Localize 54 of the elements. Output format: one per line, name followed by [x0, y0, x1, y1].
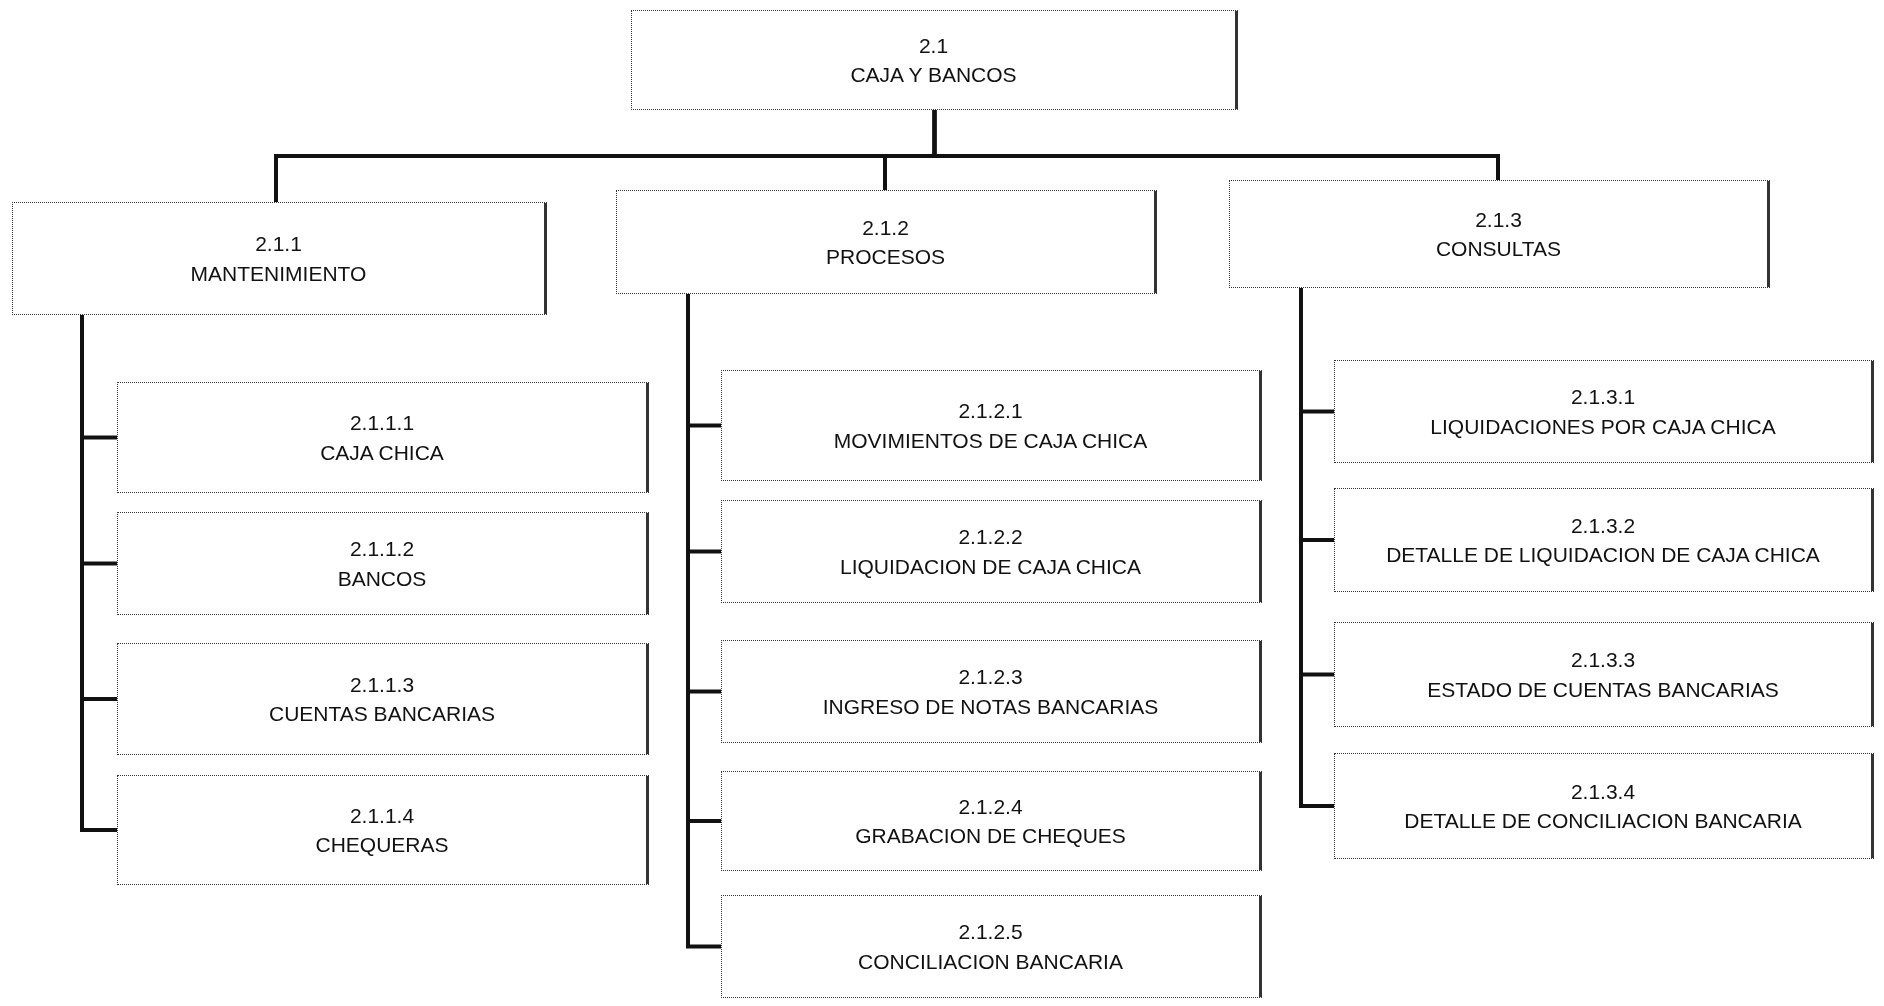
section-number: 2.1.2.2: [958, 525, 1023, 549]
org-chart-box: [117, 382, 649, 493]
org-chart-box: [1334, 360, 1874, 463]
org-chart-box: [631, 10, 1238, 110]
section-number: 2.1.2.1: [958, 399, 1023, 423]
org-chart-box: [117, 643, 649, 755]
org-chart-box: [721, 370, 1262, 481]
section-number: 2.1.3.1: [1570, 385, 1636, 409]
org-chart-box: [721, 771, 1262, 871]
section-title: CAJA Y BANCOS: [850, 63, 1017, 87]
section-number: 2.1.1.3: [349, 672, 415, 696]
org-chart-box: [117, 512, 649, 615]
org-chart-box: [721, 640, 1262, 743]
section-number: 2.1.2.4: [958, 794, 1023, 818]
section-title: GRABACION DE CHEQUES: [855, 824, 1126, 848]
section-number: 2.1.1.1: [349, 411, 415, 435]
connector-line: [932, 110, 1500, 180]
section-number: 2.1.1.2: [349, 537, 415, 561]
org-chart-box: [1334, 753, 1874, 859]
org-chart-box: [1334, 488, 1874, 592]
section-title: DETALLE DE CONCILIACION BANCARIA: [1404, 809, 1802, 833]
section-number: 2.1.2.3: [958, 665, 1023, 689]
org-chart-box: [1334, 622, 1874, 727]
section-title: MOVIMIENTOS DE CAJA CHICA: [833, 428, 1148, 452]
section-title: CONSULTAS: [1435, 237, 1562, 261]
section-number: 2.1.1.4: [349, 803, 415, 827]
section-title: DETALLE DE LIQUIDACION DE CAJA CHICA: [1386, 543, 1820, 567]
section-title: CONCILIACION BANCARIA: [858, 949, 1123, 973]
section-title: INGRESO DE NOTAS BANCARIAS: [822, 694, 1159, 718]
section-title: CUENTAS BANCARIAS: [269, 702, 495, 726]
section-title: CAJA CHICA: [320, 440, 444, 464]
section-number: 2.1.3.4: [1570, 779, 1636, 803]
section-title: PROCESOS: [826, 245, 945, 269]
org-chart-box: [1229, 180, 1770, 288]
section-number: 2.1.2: [862, 215, 909, 239]
org-chart-box: [117, 775, 649, 885]
org-chart-box: [721, 895, 1262, 998]
section-number: 2.1.3: [1475, 207, 1522, 231]
section-title: CHEQUERAS: [315, 833, 449, 857]
section-number: 2.1: [918, 33, 949, 57]
connector-line: [80, 315, 117, 832]
org-chart-box: [12, 202, 547, 315]
section-number: 2.1.1: [255, 232, 302, 256]
org-chart-box: [721, 500, 1262, 603]
section-number: 2.1.3.3: [1570, 648, 1636, 672]
section-number: 2.1.2.5: [958, 920, 1023, 944]
section-title: LIQUIDACION DE CAJA CHICA: [839, 554, 1142, 578]
org-chart-box: [616, 190, 1157, 294]
section-title: LIQUIDACIONES POR CAJA CHICA: [1430, 414, 1776, 438]
section-title: ESTADO DE CUENTAS BANCARIAS: [1427, 677, 1779, 701]
section-title: BANCOS: [337, 566, 427, 590]
section-title: MANTENIMIENTO: [190, 261, 367, 285]
connector-line: [1299, 288, 1334, 808]
section-number: 2.1.3.2: [1570, 513, 1636, 537]
